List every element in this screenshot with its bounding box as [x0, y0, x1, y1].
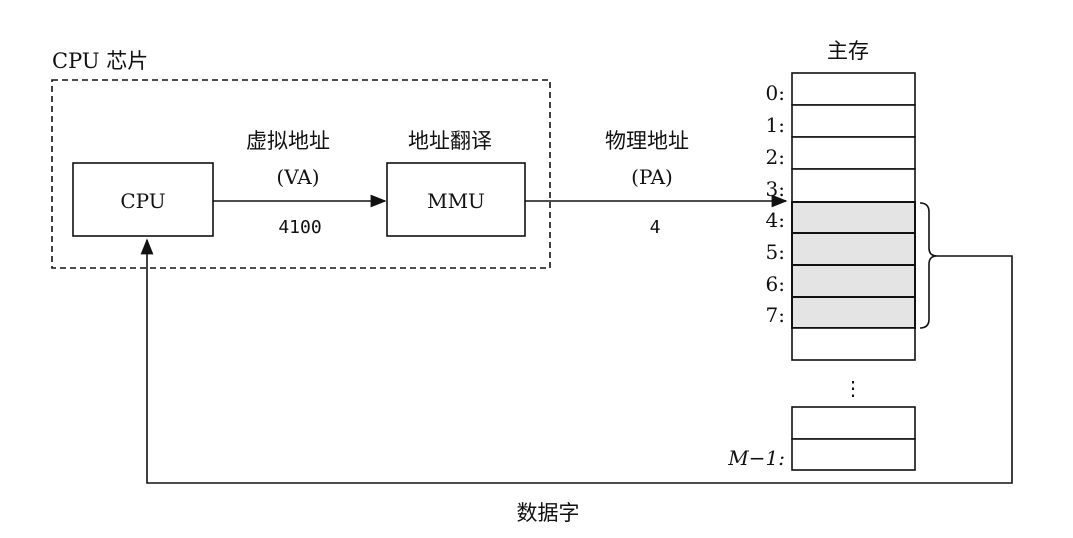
va-value: 4100: [278, 217, 321, 238]
memory-title: 主存: [827, 39, 869, 63]
memory-cell-highlighted: [791, 264, 916, 298]
word-brace: [919, 202, 938, 329]
mmu-title: 地址翻译: [408, 129, 492, 153]
mmu-label: MMU: [427, 189, 485, 213]
memory-ellipsis: ⋮: [843, 376, 863, 400]
pa-abbr: (PA): [631, 165, 673, 189]
cpu-chip-label: CPU 芯片: [52, 49, 148, 73]
cpu-label: CPU: [120, 189, 165, 213]
memory-cell-highlighted: [791, 201, 916, 234]
last-address-label: M−1:: [727, 446, 785, 470]
memory-cell-highlighted: [791, 232, 916, 266]
address-label: 6:: [766, 272, 785, 296]
memory-cell: [791, 406, 916, 440]
data-word-label: 数据字: [517, 501, 580, 525]
address-label: 1:: [766, 113, 785, 137]
memory-cell: [791, 104, 916, 138]
memory-cell: [791, 327, 916, 361]
memory-cell: [791, 438, 916, 471]
memory-cell: [791, 136, 916, 170]
va-abbr: (VA): [276, 165, 319, 189]
data-word-return-arrow: [140, 238, 1013, 484]
mmu-box: [386, 162, 526, 237]
address-label: 4:: [766, 208, 785, 232]
memory-cell-highlighted: [791, 296, 916, 329]
memory-cell: [791, 72, 916, 106]
memory-address-labels: 0: 1: 2: 3: 4: 5: 6: 7: M−1:: [727, 81, 785, 470]
address-label: 0:: [766, 81, 785, 105]
address-label: 7:: [766, 303, 785, 327]
address-label: 2:: [766, 145, 785, 169]
pa-title: 物理地址: [605, 129, 689, 153]
memory-rows: [791, 72, 916, 471]
cpu-box: [72, 162, 214, 237]
memory-cell: [791, 168, 916, 203]
address-label: 3:: [766, 177, 785, 201]
cpu-chip-boundary: [51, 79, 551, 269]
address-label: 5:: [766, 240, 785, 264]
pa-value: 4: [650, 217, 661, 238]
va-title: 虚拟地址: [246, 129, 330, 153]
